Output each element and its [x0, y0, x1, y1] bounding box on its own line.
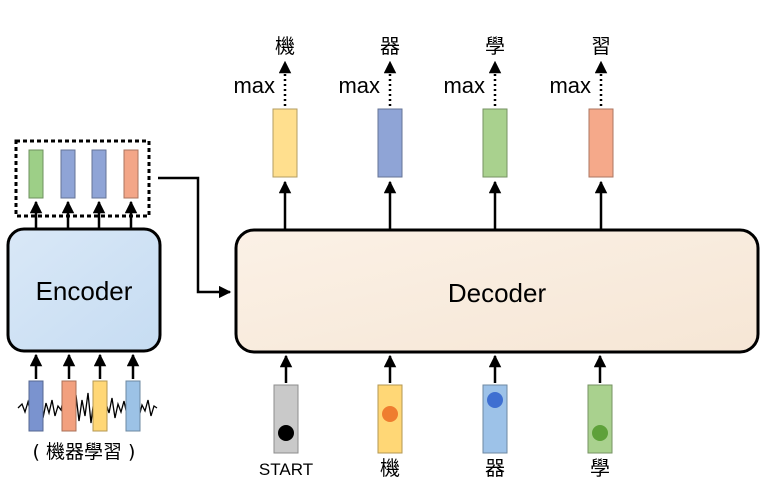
- decoder-input-vector: [587, 384, 613, 454]
- decoder-output-vector: [588, 108, 614, 178]
- decoder-input-label: 學: [590, 456, 610, 480]
- decoder-output-vector: [377, 108, 403, 178]
- decoder-input-label: START: [259, 460, 313, 479]
- decoder-label: Decoder: [448, 278, 547, 308]
- decoder-input-token-dot: [592, 425, 608, 441]
- encoder-box: [6, 227, 162, 353]
- decoder-input-vector: [273, 384, 299, 454]
- output-character: 習: [591, 34, 611, 58]
- decoder-input-label: 器: [485, 456, 505, 480]
- decoder-output-vector: [272, 108, 298, 178]
- encoder-input-vector: [61, 380, 77, 432]
- decoder-input-token-dot: [487, 392, 503, 408]
- decoder-input-label: 機: [380, 456, 400, 480]
- max-label: max: [443, 73, 485, 98]
- decoder-input-token-dot: [382, 406, 398, 422]
- encoder-output-vector: [28, 149, 44, 199]
- decoder-input-token-dot: [278, 425, 294, 441]
- encoder-output-vector: [123, 149, 139, 199]
- decoder-inputs: START 機 器 學: [259, 354, 613, 480]
- encoder-input-vector: [28, 380, 44, 432]
- output-character: 學: [485, 34, 505, 58]
- decoder-input-vector: [482, 384, 508, 454]
- encoder-to-decoder-arrow: [158, 176, 232, 299]
- input-caption: ( 機器學習 ): [33, 441, 136, 463]
- max-label: max: [233, 73, 275, 98]
- encoder-label: Encoder: [36, 276, 133, 306]
- encoder-output-vectors: [28, 149, 139, 229]
- encoder-input-vector: [92, 380, 108, 432]
- encoder-output-vector: [91, 149, 107, 199]
- encoder-output-vector: [60, 149, 76, 199]
- decoder-box: [234, 228, 760, 354]
- output-character: 器: [380, 34, 400, 58]
- encoder-input-vector: [125, 380, 141, 432]
- encoder-input-vectors: [28, 353, 141, 432]
- encoder-output-group: [14, 139, 151, 218]
- max-label: max: [338, 73, 380, 98]
- output-character: 機: [275, 34, 295, 58]
- max-label: max: [549, 73, 591, 98]
- decoder-output-vector: [482, 108, 508, 178]
